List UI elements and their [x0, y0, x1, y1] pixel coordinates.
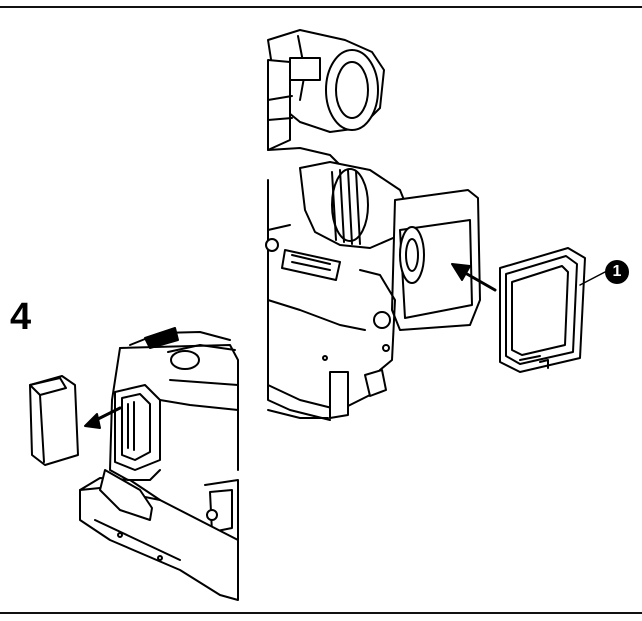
bottom-rule [0, 612, 642, 614]
top-rule [0, 6, 642, 8]
step-number: 4 [10, 296, 32, 338]
camcorder-battery-icon [29, 327, 239, 601]
camcorder-hood-icon [265, 29, 497, 421]
callout-marker: 1 [605, 260, 629, 284]
filter-icon [499, 247, 606, 373]
